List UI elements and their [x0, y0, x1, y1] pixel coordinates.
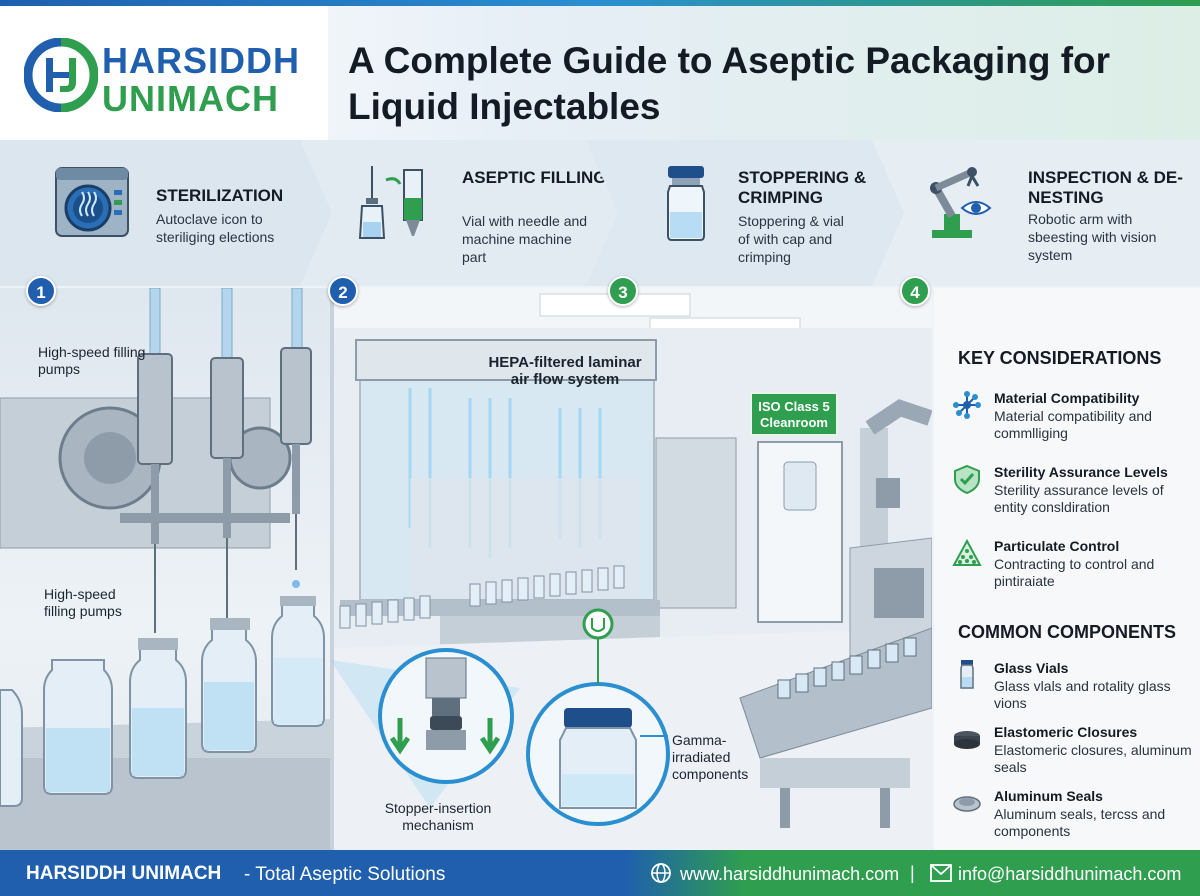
step-aseptic-filling: ASEPTIC FILLING Vial with needle and mac… [300, 140, 622, 286]
key-item-title: Particulate Control [994, 538, 1120, 554]
header: HARSIDDH UNIMACH A Complete Guide to Ase… [0, 6, 1200, 140]
molecule-icon [953, 391, 981, 419]
key-item-desc: Material compatibility and commlliging [994, 408, 1152, 441]
step-title: STERILIZATION [156, 186, 284, 205]
component-item-desc: Elastomeric closures, aluminum seals [994, 742, 1192, 775]
step-inspection-denesting: INSPECTION & DE-NESTING Robotic arm with… [872, 140, 1200, 286]
label-pumps-mid: High-speed filling pumps [44, 586, 122, 619]
capped-vial-icon [646, 162, 726, 242]
component-item-desc: Glass vlals and rotality glass vions [994, 678, 1171, 711]
top-accent-bar [0, 0, 1200, 6]
key-item-desc: Contracting to control and pintiraiate [994, 556, 1155, 589]
label-stopper: Stopper-insertion mechanism [384, 800, 492, 833]
component-item-title: Glass Vials [994, 660, 1069, 676]
step-number-1: 1 [26, 276, 56, 306]
step-title: INSPECTION & DE-NESTING [1028, 168, 1183, 207]
cleanroom-scene-graphic [0, 288, 932, 850]
step-desc: Robotic arm with sbeesting with vision s… [1028, 211, 1157, 263]
label-hepa: HEPA-filtered laminar air flow system [488, 354, 642, 388]
key-considerations-heading: KEY CONSIDERATIONS [958, 348, 1162, 368]
step-number-3: 3 [608, 276, 638, 306]
particle-triangle-icon [952, 538, 982, 566]
cleanroom-illustration: High-speed filling pumps High-speed fill… [0, 288, 932, 850]
component-item-title: Elastomeric Closures [994, 724, 1138, 740]
step-desc: Autoclave icon to steriliging elections [156, 211, 275, 245]
shield-check-icon [954, 464, 980, 494]
autoclave-icon [52, 162, 132, 242]
logo: HARSIDDH UNIMACH [0, 6, 328, 140]
footer: HARSIDDH UNIMACH - Total Aseptic Solutio… [0, 850, 1200, 896]
component-item-title: Aluminum Seals [994, 788, 1103, 804]
rubber-stopper-icon [954, 731, 980, 749]
logo-text-line1: HARSIDDH [102, 40, 301, 81]
label-cleanroom: ISO Class 5 Cleanroom [750, 392, 838, 436]
aluminum-seal-icon [953, 796, 981, 812]
vial-needle-icon [356, 162, 436, 242]
logo-text-line2: UNIMACH [102, 78, 279, 119]
key-item-title: Material Compatibility [994, 390, 1140, 406]
step-sterilization: STERILIZATION Autoclave icon to sterilig… [0, 140, 336, 286]
mail-icon [930, 864, 952, 882]
footer-website-link[interactable]: www.harsiddhunimach.com [680, 864, 900, 884]
component-item-desc: Aluminum seals, tercss and components [994, 806, 1166, 839]
label-gamma: Gamma-irradiated components [672, 732, 749, 782]
step-title: ASEPTIC FILLING [462, 168, 607, 187]
common-components-heading: COMMON COMPONENTS [958, 622, 1176, 642]
robot-arm-icon [930, 167, 992, 238]
label-pumps-top: High-speed filling pumps [38, 344, 146, 377]
sidebar: KEY CONSIDERATIONS Material Compatibilit… [934, 288, 1200, 850]
process-steps: STERILIZATION Autoclave icon to sterilig… [0, 140, 1200, 286]
step-desc: Stoppering & vial of with cap and crimpi… [738, 213, 844, 265]
footer-email-link[interactable]: info@harsiddhunimach.com [958, 864, 1182, 884]
globe-icon [651, 863, 671, 883]
step-title: STOPPERING & CRIMPING [738, 168, 867, 207]
key-item-title: Sterility Assurance Levels [994, 464, 1168, 480]
logo-mark-icon [24, 38, 98, 112]
glass-vial-icon [960, 660, 974, 689]
step-desc: Vial with needle and machine machine par… [462, 213, 588, 265]
step-number-4: 4 [900, 276, 930, 306]
footer-brand: HARSIDDH UNIMACH [26, 863, 222, 884]
step-number-2: 2 [328, 276, 358, 306]
page-title: A Complete Guide to Aseptic Packaging fo… [348, 40, 1111, 127]
footer-tagline: - Total Aseptic Solutions [244, 864, 446, 885]
key-item-desc: Sterility assurance levels of entity con… [994, 482, 1164, 515]
step-stoppering-crimping: STOPPERING & CRIMPING Stoppering & vial … [586, 140, 908, 286]
footer-separator: | [910, 863, 915, 883]
